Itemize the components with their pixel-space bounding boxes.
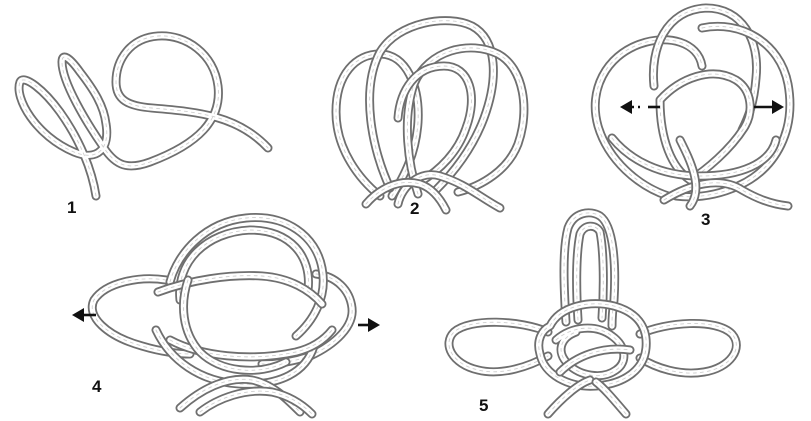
step-5-rope-left-ear xyxy=(449,322,548,372)
step-3-right-arrow xyxy=(754,100,784,114)
step-5-illustration xyxy=(449,213,736,414)
step-2-label: 2 xyxy=(410,200,419,217)
step-4-label: 4 xyxy=(92,378,101,395)
step-1-rope xyxy=(19,36,268,196)
step-3-label: 3 xyxy=(701,211,710,228)
step-3-left-arrow xyxy=(620,100,660,114)
step-1-illustration xyxy=(19,36,268,196)
step-4-illustration xyxy=(92,218,352,414)
step-1-label: 1 xyxy=(67,199,76,216)
step-4-right-arrow xyxy=(358,318,380,332)
step-3-rope-inner-tri xyxy=(660,74,750,180)
step-5-rope-right-ear xyxy=(640,323,736,373)
step-2-illustration xyxy=(336,21,524,210)
step-5-label: 5 xyxy=(479,397,488,414)
